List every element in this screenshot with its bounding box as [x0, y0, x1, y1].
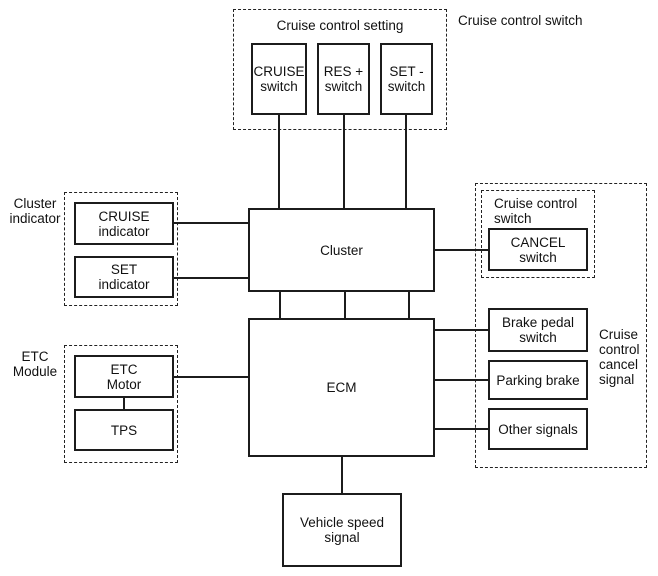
- node-etc-motor: ETC Motor: [74, 355, 174, 398]
- annotation-cruise-control-switch: Cruise control switch: [458, 13, 583, 28]
- wire-set-indicator-to-cluster: [174, 277, 248, 279]
- group-cruise-control-cancel-signal-label: Cruise control cancel signal: [599, 327, 640, 387]
- wire-cruise-indicator-to-cluster: [174, 222, 248, 224]
- node-cruise-switch: CRUISE switch: [251, 43, 307, 115]
- node-parking-brake: Parking brake: [488, 360, 588, 400]
- node-cancel-switch: CANCEL switch: [488, 228, 588, 271]
- wire-ecm-to-other-signals: [435, 428, 488, 430]
- wire-etc-motor-to-tps: [123, 398, 125, 409]
- group-etc-module: [64, 345, 178, 463]
- wire-cruise-switch-to-cluster: [278, 115, 280, 208]
- node-brake-pedal-switch: Brake pedal switch: [488, 308, 588, 352]
- wire-ecm-to-parking-brake: [435, 379, 488, 381]
- group-cruise-control-setting-label: Cruise control setting: [276, 18, 404, 33]
- wire-set-switch-to-cluster: [405, 115, 407, 208]
- wire-etc-motor-to-ecm: [174, 376, 248, 378]
- wire-cluster-ecm-left: [279, 292, 281, 318]
- node-res-plus-switch: RES + switch: [317, 43, 370, 115]
- node-cluster: Cluster: [248, 208, 435, 292]
- node-tps: TPS: [74, 409, 174, 451]
- node-ecm: ECM: [248, 318, 435, 457]
- wire-res-switch-to-cluster: [343, 115, 345, 208]
- group-cruise-control-switch-cancel: [481, 190, 595, 278]
- wire-cluster-ecm-right: [408, 292, 410, 318]
- group-cluster-indicator: [64, 192, 178, 306]
- node-vehicle-speed-signal: Vehicle speed signal: [282, 493, 402, 567]
- group-cluster-indicator-label: Cluster indicator: [9, 196, 61, 226]
- wire-ecm-to-vehicle-speed-signal: [341, 457, 343, 493]
- node-other-signals: Other signals: [488, 408, 588, 450]
- node-set-indicator: SET indicator: [74, 256, 174, 298]
- wire-ecm-to-brake-pedal-switch: [435, 329, 488, 331]
- node-cruise-indicator: CRUISE indicator: [74, 202, 174, 245]
- group-cruise-control-switch-cancel-label: Cruise control switch: [494, 196, 578, 226]
- wire-cluster-to-cancel-switch: [435, 249, 488, 251]
- wire-cluster-ecm-middle: [344, 292, 346, 318]
- group-cruise-control-setting: [233, 9, 447, 130]
- group-etc-module-label: ETC Module: [12, 349, 58, 379]
- group-cruise-control-cancel-signal: [475, 183, 647, 468]
- node-set-minus-switch: SET - switch: [380, 43, 433, 115]
